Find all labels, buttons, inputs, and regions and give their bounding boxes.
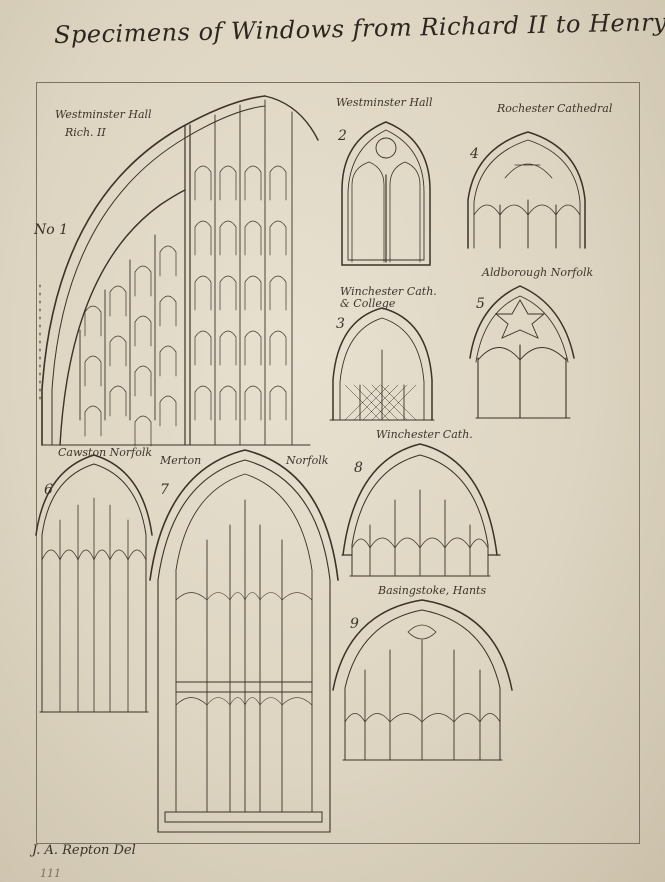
caption-window-7-sub: Norfolk xyxy=(286,454,329,467)
window-2-drawing xyxy=(341,121,431,266)
window-7-drawing xyxy=(149,449,339,833)
number-window-5: 5 xyxy=(476,296,485,312)
caption-window-5: Aldborough Norfolk xyxy=(482,266,594,279)
window-5-drawing xyxy=(469,285,575,419)
caption-window-1: Westminster Hall xyxy=(55,108,152,121)
caption-window-1-sub: Rich. II xyxy=(65,126,106,139)
number-window-9: 9 xyxy=(350,616,359,632)
caption-window-2: Westminster Hall xyxy=(336,96,433,109)
caption-window-7: Merton xyxy=(160,454,202,467)
number-window-8: 8 xyxy=(354,460,363,476)
window-4-drawing xyxy=(467,131,586,249)
number-window-1: No 1 xyxy=(34,222,69,238)
number-window-3: 3 xyxy=(336,316,345,332)
window-3-drawing xyxy=(329,307,435,421)
caption-window-4: Rochester Cathedral xyxy=(497,102,613,115)
page-number: 111 xyxy=(40,867,61,880)
window-1-drawing xyxy=(39,95,319,447)
number-window-7: 7 xyxy=(160,482,169,498)
window-9-drawing xyxy=(332,599,513,761)
caption-window-8: Winchester Cath. xyxy=(376,428,473,441)
caption-window-9: Basingstoke, Hants xyxy=(378,584,487,597)
artist-signature: J. A. Repton Del xyxy=(32,843,136,858)
caption-window-3: Winchester Cath. & College xyxy=(340,285,437,310)
number-window-2: 2 xyxy=(338,128,347,144)
caption-window-6: Cawston Norfolk xyxy=(58,446,153,459)
window-6-drawing xyxy=(35,454,153,713)
number-window-6: 6 xyxy=(44,482,53,498)
window-8-drawing xyxy=(341,443,501,577)
number-window-4: 4 xyxy=(470,146,479,162)
plate-border xyxy=(36,82,640,844)
